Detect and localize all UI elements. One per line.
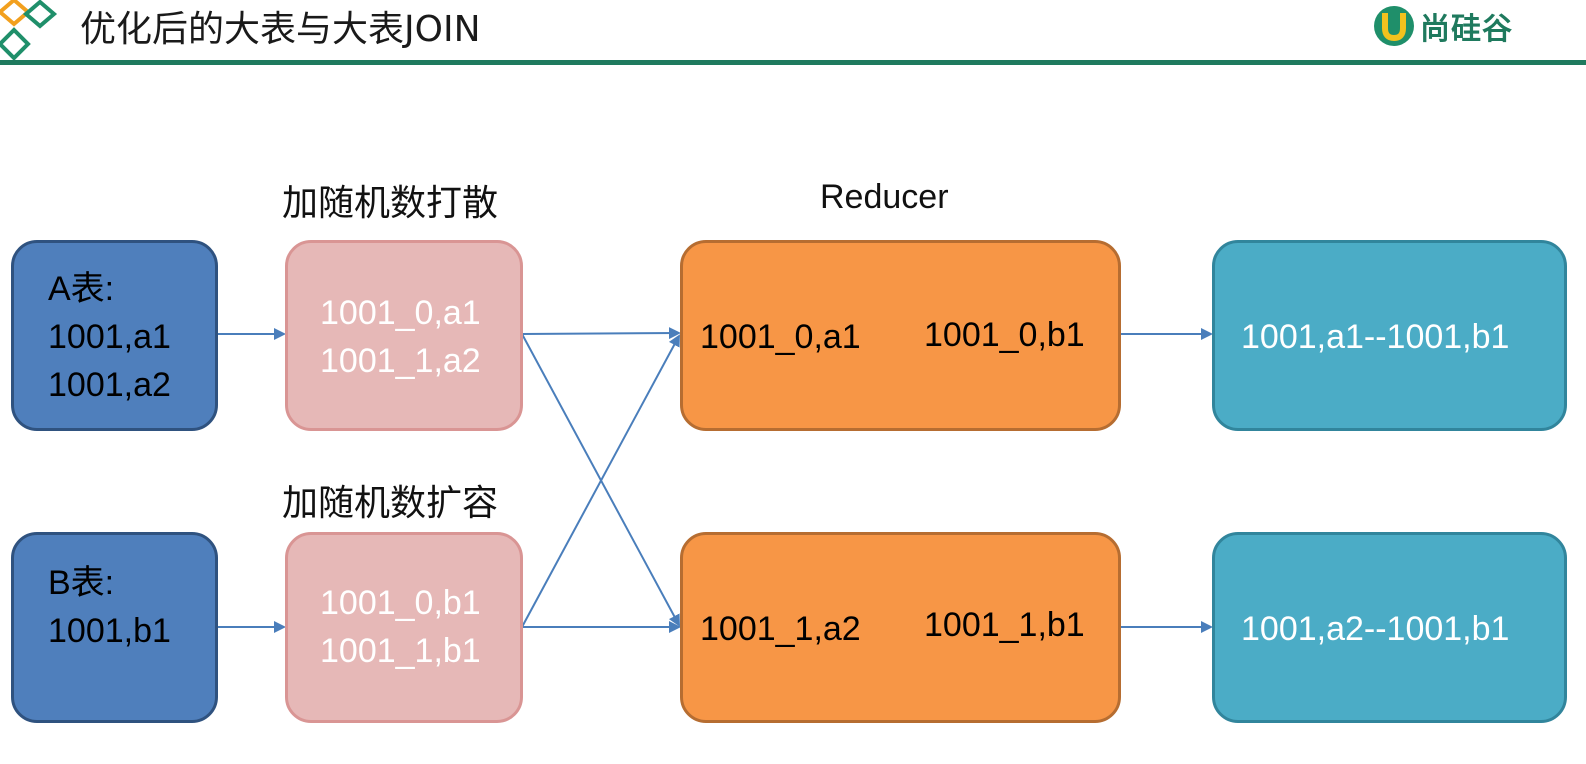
table-a-box: A表: 1001,a1 1001,a2 [11,240,218,431]
expand-row: 1001_1,b1 [320,632,481,670]
scatter-caption: 加随机数打散 [282,183,499,224]
result-1-text: 1001,a1--1001,b1 [1241,318,1510,356]
arrow-expand-to-reducer1 [521,334,680,628]
result-box-2: 1001,a2--1001,b1 [1212,532,1567,723]
reducer-caption: Reducer [820,178,949,216]
scatter-box: 1001_0,a1 1001_1,a2 [285,240,523,431]
expand-caption: 加随机数扩容 [282,483,499,524]
expand-box: 1001_0,b1 1001_1,b1 [285,532,523,723]
table-a-row: 1001,a1 [48,318,171,356]
page-title: 优化后的大表与大表JOIN [80,9,481,50]
result-box-1: 1001,a1--1001,b1 [1212,240,1567,431]
table-a-row: 1001,a2 [48,366,171,404]
reducer-1-left: 1001_0,a1 [700,318,861,356]
expand-row: 1001_0,b1 [320,584,481,622]
scatter-row: 1001_0,a1 [320,294,481,332]
reducer-box-2: 1001_1,a2 1001_1,b1 [680,532,1121,723]
result-2-text: 1001,a2--1001,b1 [1241,610,1510,648]
reducer-1-right: 1001_0,b1 [924,316,1085,354]
arrow-scatter-to-reducer1 [521,327,681,340]
table-b-row: 1001,b1 [48,612,171,650]
reducer-box-1: 1001_0,a1 1001_0,b1 [680,240,1121,431]
header-divider [0,60,1586,65]
table-b-title: B表: [48,564,115,602]
table-a-title: A表: [48,270,115,308]
brand-name: 尚硅谷 [1420,12,1513,47]
reducer-2-right: 1001_1,b1 [924,606,1085,644]
reducer-2-left: 1001_1,a2 [700,610,861,648]
corner-logo-icon [0,0,58,61]
brand-logo-icon [1374,6,1414,46]
brand: 尚硅谷 [1372,4,1513,48]
table-b-box: B表: 1001,b1 [11,532,218,723]
scatter-row: 1001_1,a2 [320,342,481,380]
